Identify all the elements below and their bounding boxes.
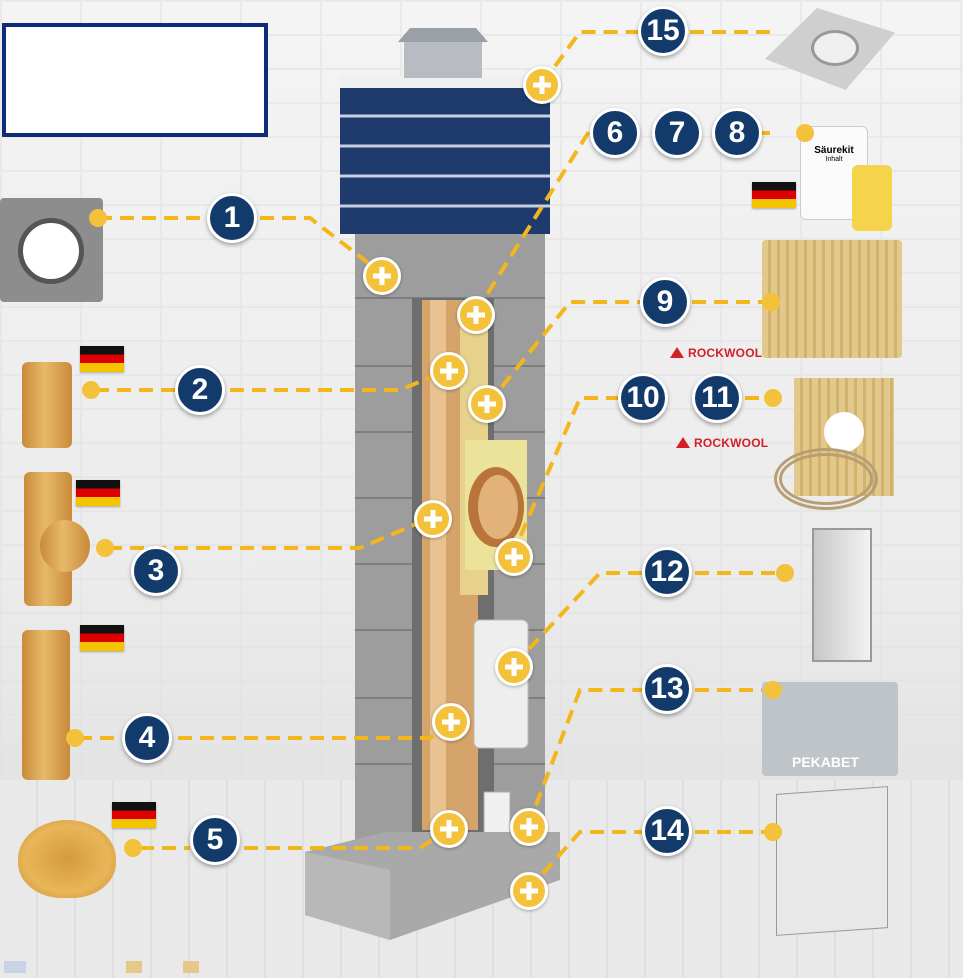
leader-dot (82, 381, 100, 399)
plus-icon-hotspot-14[interactable] (510, 872, 548, 910)
number-badge-2: 2 (175, 365, 225, 415)
rope-seal-product (774, 448, 878, 510)
instruction-manual-product (776, 786, 888, 936)
rockwool-logo: ROCKWOOL (670, 346, 762, 360)
number-badge-4: 4 (122, 713, 172, 763)
thumbnail-strip[interactable] (4, 960, 199, 976)
number-badge-10: 10 (618, 373, 668, 423)
number-badge-7: 7 (652, 108, 702, 158)
plus-icon-hotspot-5[interactable] (430, 810, 468, 848)
pekabet-logo: PEKABET (792, 754, 859, 770)
leader-dot (776, 564, 794, 582)
german-flag-icon (752, 182, 796, 208)
leader-dot (764, 681, 782, 699)
condensate-bowl-product (18, 820, 116, 898)
leader-dot (124, 839, 142, 857)
leader-dot (764, 823, 782, 841)
plus-icon-hotspot-12[interactable] (495, 648, 533, 686)
cleanout-pipe-product (22, 630, 70, 780)
number-badge-6: 6 (590, 108, 640, 158)
number-badge-12: 12 (642, 547, 692, 597)
title-box (2, 23, 268, 137)
german-flag-icon (80, 625, 124, 651)
mineral-wool-product (762, 240, 902, 358)
plus-icon-hotspot-15[interactable] (523, 66, 561, 104)
german-flag-icon (80, 346, 124, 372)
sponge-product (852, 165, 892, 231)
number-badge-11: 11 (692, 373, 742, 423)
plus-icon-hotspot-1[interactable] (363, 257, 401, 295)
plus-icon-hotspot-13[interactable] (510, 808, 548, 846)
number-badge-3: 3 (131, 546, 181, 596)
plus-icon-hotspot-3[interactable] (414, 500, 452, 538)
cleanout-door-product (812, 528, 872, 662)
rockwool-logo: ROCKWOOL (676, 436, 768, 450)
tee-pipe-stub (40, 520, 90, 572)
plus-icon-hotspot-4[interactable] (432, 703, 470, 741)
plus-icon-hotspot-10-11[interactable] (495, 538, 533, 576)
plus-icon-hotspot-6-8[interactable] (457, 296, 495, 334)
leader-dot (96, 539, 114, 557)
pekabet-plate-product: PEKABET (762, 682, 898, 776)
german-flag-icon (112, 802, 156, 828)
number-badge-1: 1 (207, 193, 257, 243)
leader-dot (762, 293, 780, 311)
number-badge-15: 15 (638, 6, 688, 56)
number-badge-5: 5 (190, 815, 240, 865)
number-badge-9: 9 (640, 277, 690, 327)
plus-icon-hotspot-2[interactable] (430, 352, 468, 390)
leader-dot (764, 389, 782, 407)
number-badge-14: 14 (642, 806, 692, 856)
german-flag-icon (76, 480, 120, 506)
number-badge-13: 13 (642, 664, 692, 714)
chimney (305, 28, 560, 940)
number-badge-8: 8 (712, 108, 762, 158)
leader-dot (66, 729, 84, 747)
leader-dot (796, 124, 814, 142)
plus-icon-hotspot-9[interactable] (468, 385, 506, 423)
ceramic-pipe-product (22, 362, 72, 448)
block-insert-product (0, 198, 103, 302)
leader-dot (89, 209, 107, 227)
